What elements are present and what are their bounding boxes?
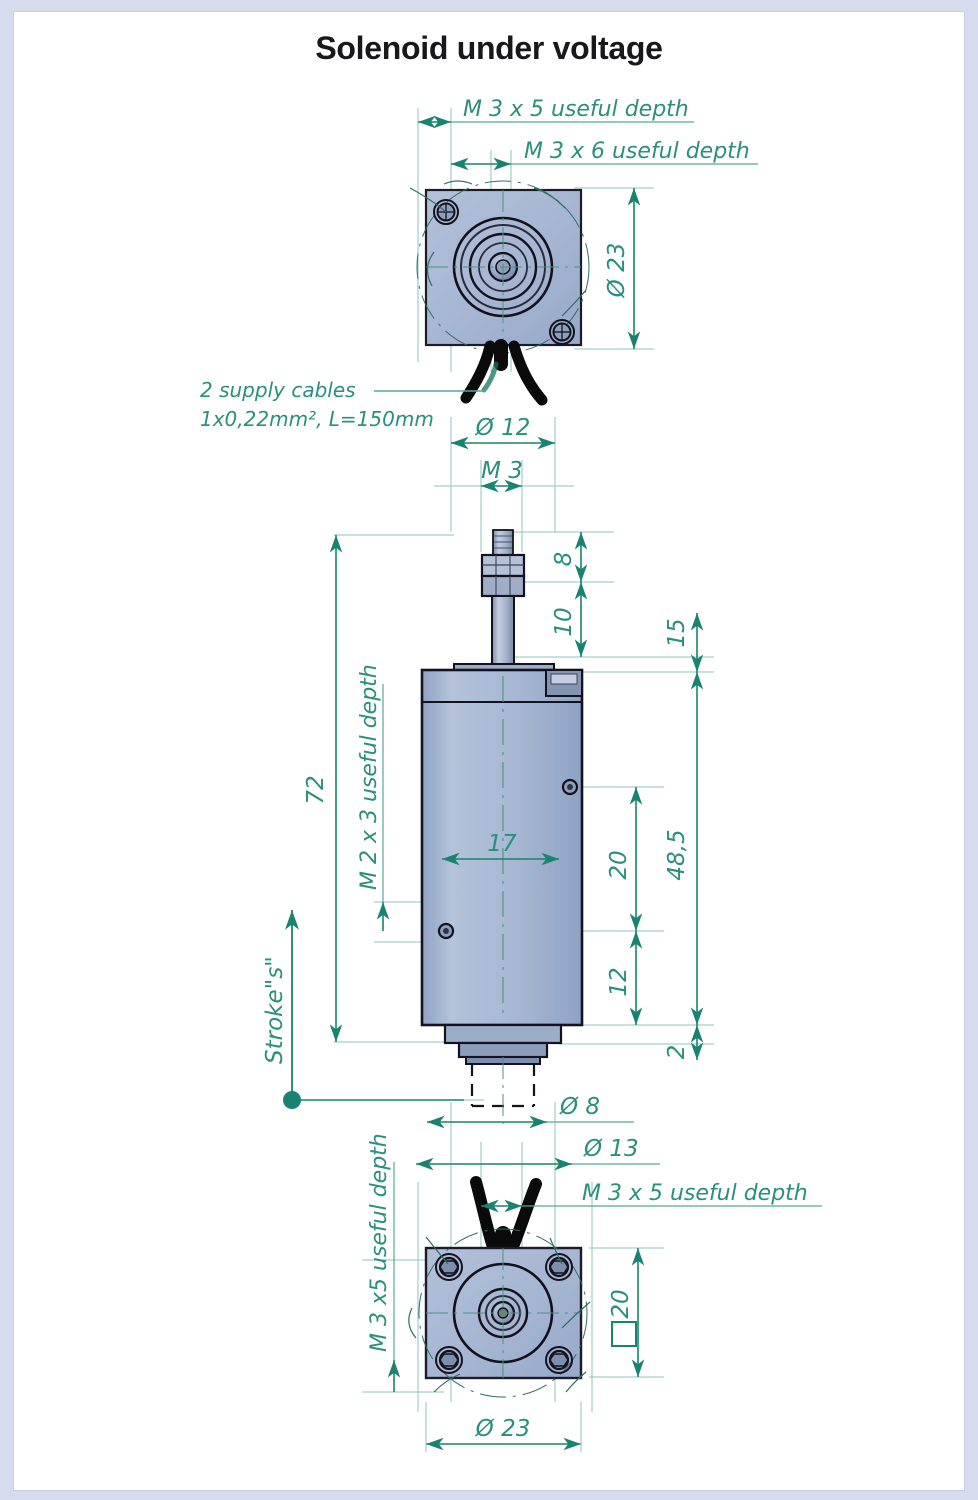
dim-plunger-diameter-8: Ø 8: [427, 1094, 634, 1129]
dim-shoulder-15: 15: [664, 613, 704, 672]
anno-thread-m2x3: M 2 x 3 useful depth: [357, 664, 382, 890]
dim-thread-m2x3: M 2 x 3 useful depth: [357, 664, 390, 931]
thread-stub: [492, 529, 514, 556]
plunger-shaft: [491, 595, 515, 665]
screw-hole-tl: [435, 1346, 463, 1374]
drawing-page: Solenoid under voltage: [14, 12, 964, 1490]
flange-step-2: [457, 1041, 549, 1059]
side-hole-upper: [561, 778, 579, 796]
dim-nut-height-8: 8: [551, 532, 588, 582]
dim-body-length-485: 48,5: [664, 672, 704, 1025]
anno-cables-line2: 1x0,22mm², L=150mm: [200, 407, 434, 431]
anno-thread-top-2: M 3 x 6 useful depth: [524, 139, 750, 164]
dim-label-shaft-length: 10: [551, 607, 577, 636]
dim-hole-lower-12: 12: [606, 931, 643, 1025]
dim-boss-diameter-13: Ø 13: [416, 1136, 660, 1171]
dim-label-hole-lower: 12: [606, 967, 632, 996]
dim-label-bottom-square: 20: [608, 1289, 634, 1318]
technical-drawing-canvas: Ø 23 M 3 x 5 useful depth M 3 x 6 useful…: [14, 12, 964, 1490]
screw-hole-bl: [435, 1253, 463, 1281]
dim-label-shaft-diameter: Ø 12: [475, 415, 531, 441]
anno-supply-cables: 2 supply cables 1x0,22mm², L=150mm: [200, 378, 486, 431]
dim-shaft-thread-m3: M 3: [434, 458, 574, 493]
hex-nut-lower: [480, 574, 526, 598]
bottom-view: [408, 1176, 591, 1398]
dim-thread-m3x5-top: M 3 x 5 useful depth: [418, 97, 694, 129]
dim-label-boss-diameter: Ø 13: [583, 1136, 639, 1162]
dim-bottom-square-20: 20: [608, 1248, 645, 1377]
dim-hole-upper-20: 20: [606, 787, 643, 931]
page-title: Solenoid under voltage: [315, 30, 663, 66]
screw-hole-tr: [545, 1346, 573, 1374]
dim-stroke: Stroke"s": [262, 910, 464, 1109]
dim-thread-m3x5-bottom-left: M 3 x5 useful depth: [367, 1133, 401, 1392]
dim-bottom-diameter-23: Ø 23: [425, 1402, 582, 1452]
dim-label-body-length: 48,5: [664, 829, 690, 880]
anno-stroke: Stroke"s": [262, 956, 288, 1064]
dim-top-diameter-23: Ø 23: [604, 188, 641, 349]
dim-flange-step-2: 2: [664, 1025, 704, 1060]
side-hole-lower: [437, 922, 455, 940]
dim-shaft-diameter-12: Ø 12: [451, 415, 555, 450]
dim-label-shoulder: 15: [664, 618, 690, 647]
dim-thread-m3x5-bottom-right: M 3 x 5 useful depth: [481, 1181, 822, 1213]
dim-label-nut-height: 8: [551, 552, 577, 567]
square-symbol-icon: [611, 1321, 637, 1347]
dim-label-hole-upper: 20: [606, 850, 632, 879]
screw-hole-bottom-right: [549, 319, 575, 345]
front-view: [420, 529, 584, 1124]
anno-thread-bottom-right: M 3 x 5 useful depth: [582, 1181, 808, 1206]
dim-body-width-17: 17: [442, 831, 559, 866]
dim-label-overall-length: 72: [303, 775, 329, 804]
flange-step-1: [443, 1023, 563, 1045]
dim-label-body-width: 17: [487, 831, 517, 857]
supply-cables-bottom: [470, 1176, 542, 1260]
dim-label-top-diameter: Ø 23: [604, 243, 630, 299]
dim-overall-length-72: 72: [303, 535, 343, 1042]
anno-cables-line1: 2 supply cables: [200, 378, 356, 402]
anno-thread-top-1: M 3 x 5 useful depth: [463, 97, 689, 122]
dim-label-plunger-diameter: Ø 8: [559, 1094, 600, 1120]
dim-thread-m3x6-top: M 3 x 6 useful depth: [451, 139, 758, 171]
dim-label-shaft-thread: M 3: [481, 458, 523, 484]
dim-label-bottom-diameter: Ø 23: [475, 1416, 531, 1442]
supply-cables-top: [460, 339, 548, 406]
dim-label-flange-step: 2: [664, 1045, 690, 1060]
anno-thread-bottom-left: M 3 x5 useful depth: [367, 1133, 392, 1352]
solenoid-body: [420, 668, 584, 1027]
dim-shaft-length-10: 10: [551, 582, 588, 657]
top-view: [409, 180, 590, 406]
